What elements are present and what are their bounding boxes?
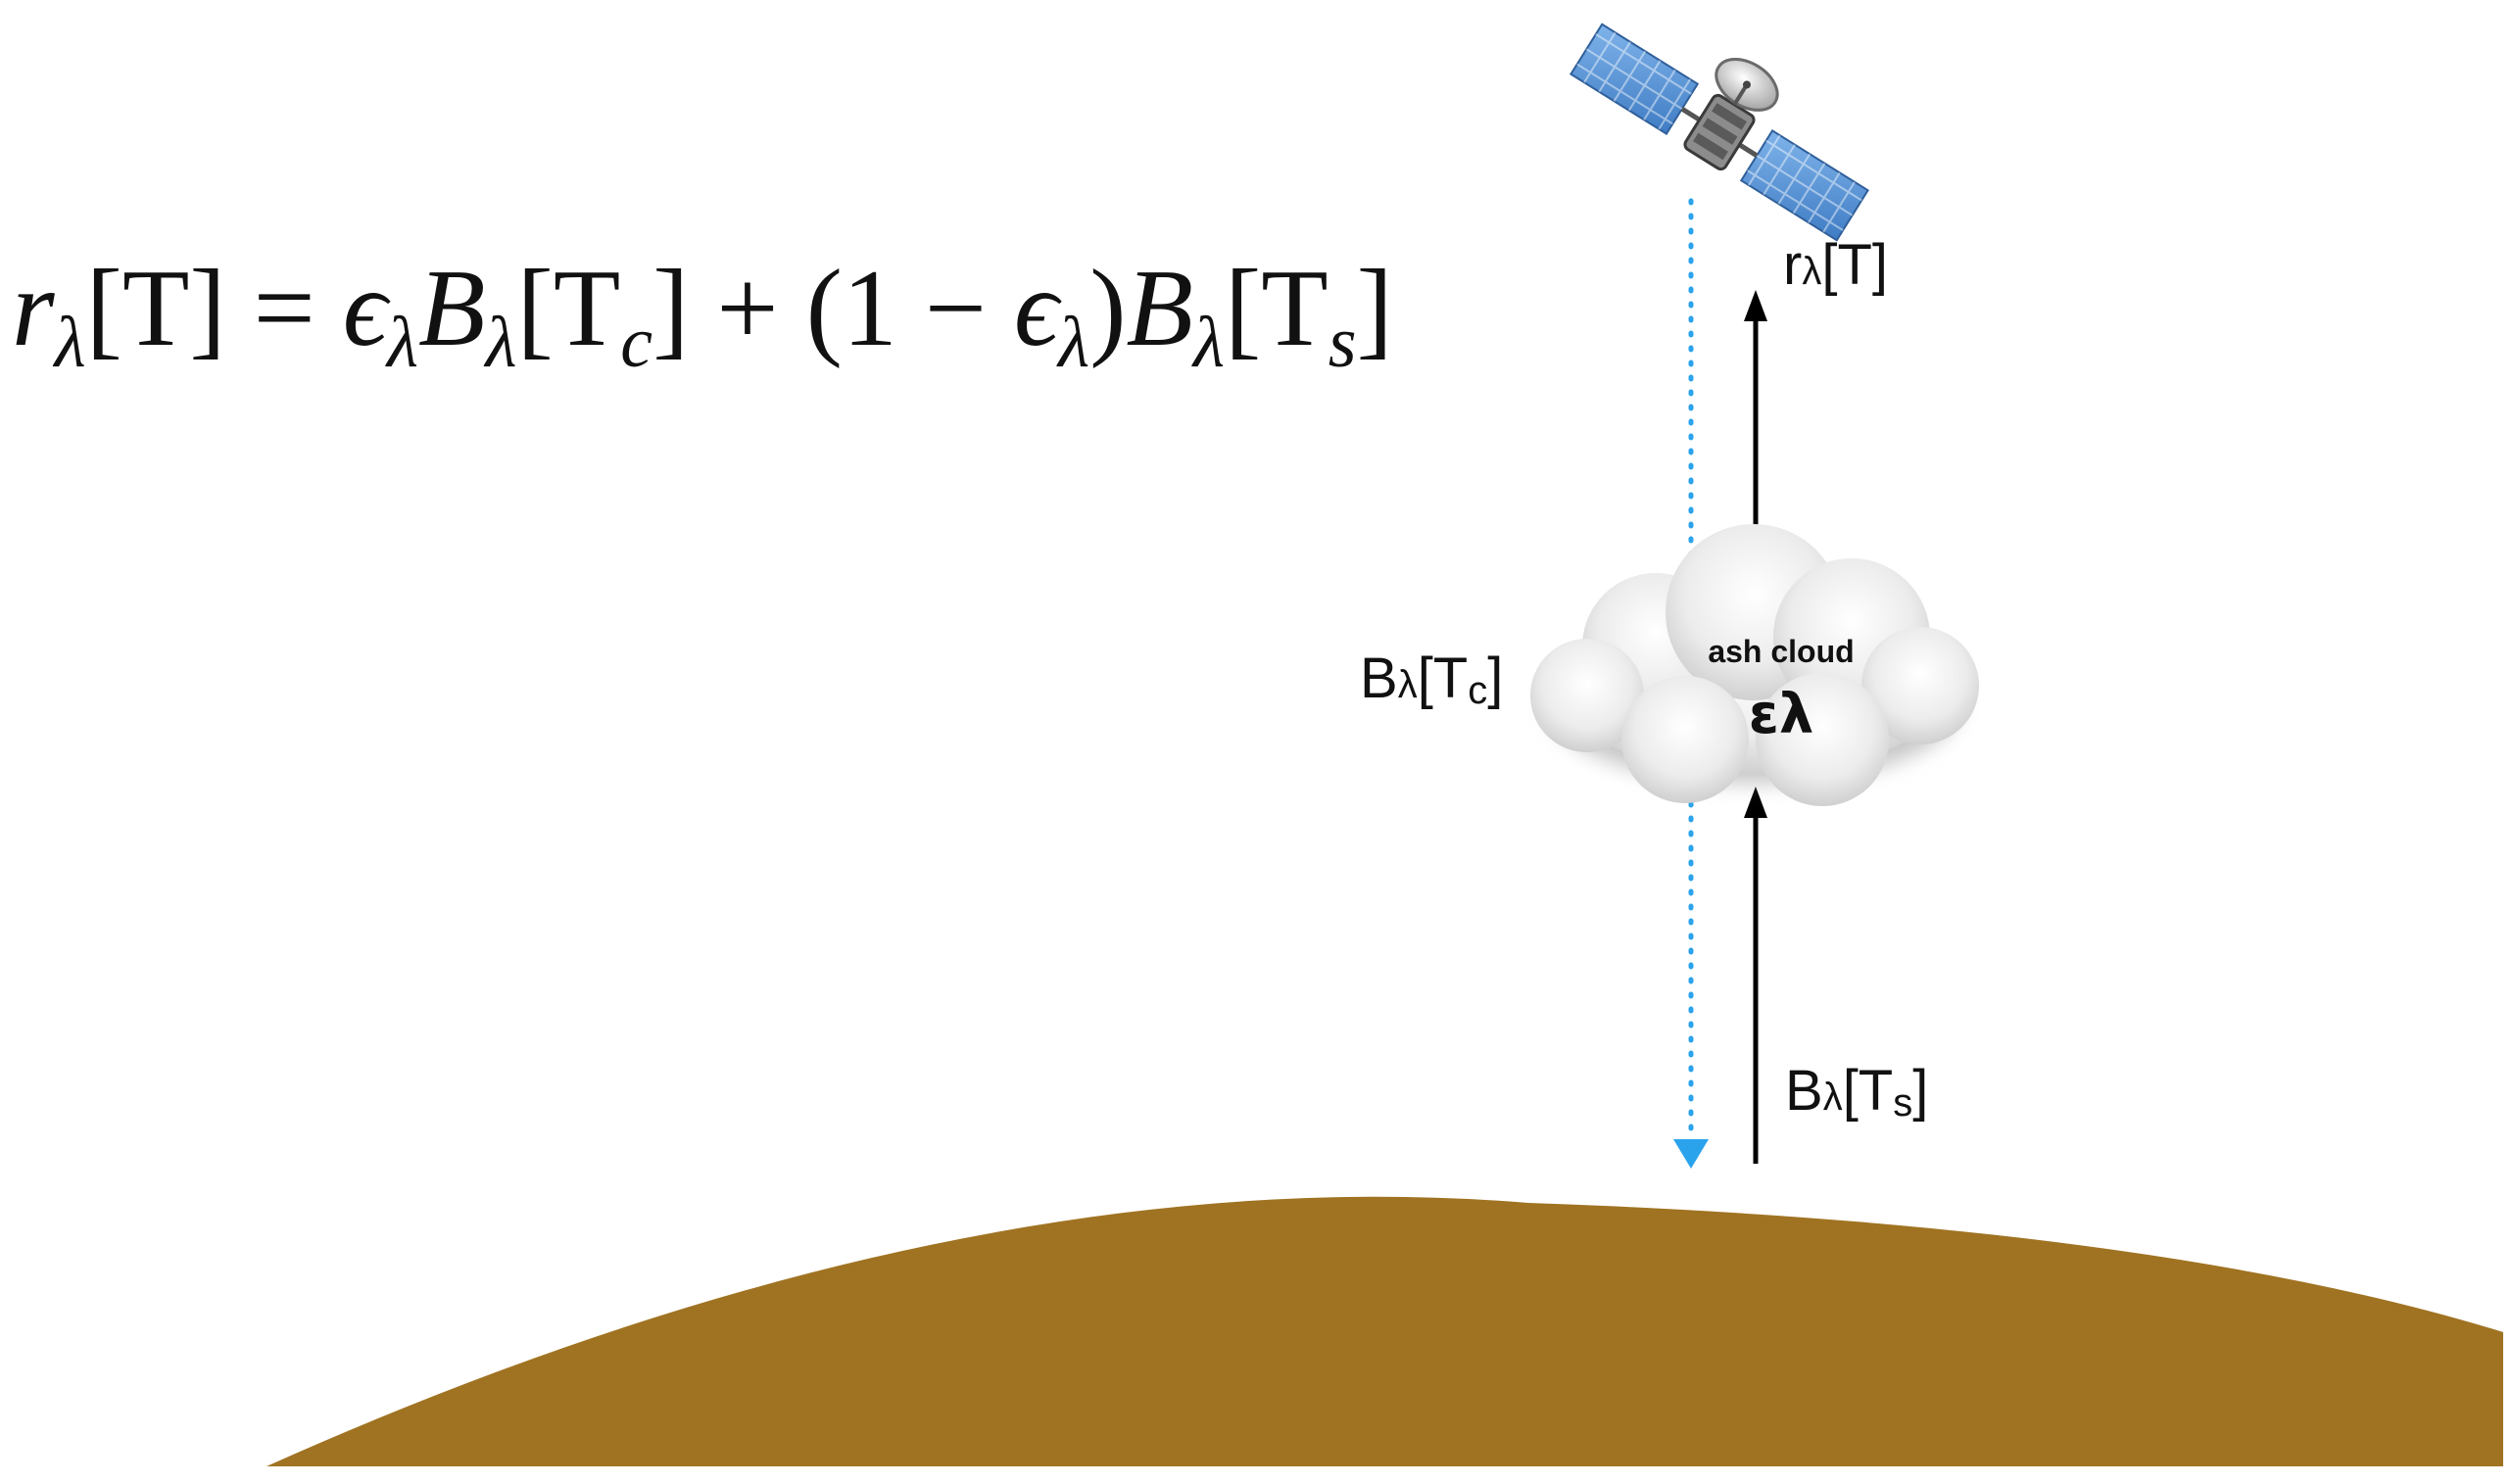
surface-to-cloud-arrowhead	[1744, 787, 1767, 818]
toa-radiance-label: rλ[T]	[1783, 233, 1888, 297]
earth-surface	[266, 1196, 2503, 1466]
cloud-emission-label: Bλ[Tc]	[1360, 646, 1503, 712]
cloud-to-satellite-arrowhead	[1744, 290, 1767, 321]
cloud-icon	[1530, 524, 1979, 806]
cloud-emissivity: ελ	[1749, 683, 1814, 746]
satellite-icon	[1570, 23, 1869, 242]
surface-emission-label: Bλ[Ts]	[1785, 1059, 1928, 1125]
line-of-sight-arrowhead	[1673, 1139, 1709, 1169]
radiance-equation: rλ[T] = ϵλBλ[Tc] + (1 − ϵλ)Bλ[Ts]	[12, 248, 1393, 383]
cloud-title: ash cloud	[1708, 634, 1854, 669]
